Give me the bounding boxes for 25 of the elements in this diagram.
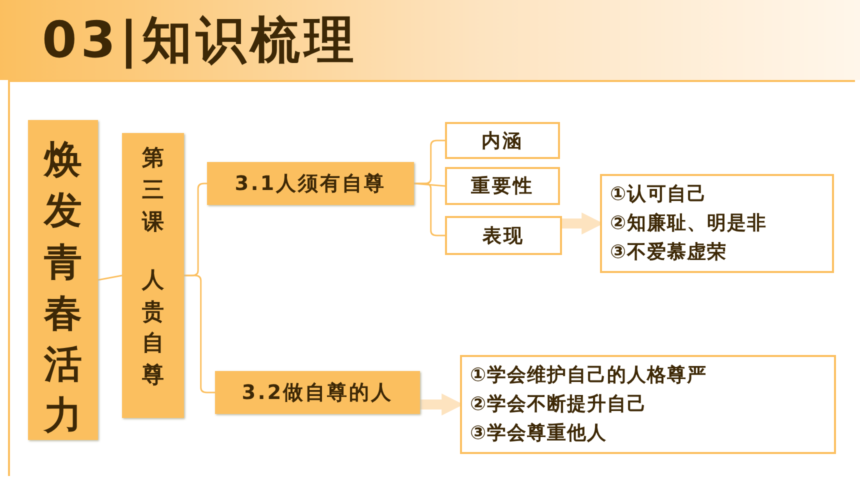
box-label: 3.2做自尊的人 <box>242 379 394 406</box>
connector-line <box>98 274 122 281</box>
topic-title: 焕发青春活力 <box>44 136 82 440</box>
box-label: 表现 <box>482 224 524 248</box>
list-item: ③不爱慕虚荣 <box>610 240 728 265</box>
point-box <box>445 216 562 255</box>
point-box <box>445 122 560 159</box>
list-item: ①学会维护自己的人格尊严 <box>470 363 708 388</box>
lesson-title: 人贵自尊 <box>142 266 164 390</box>
box-label: 重要性 <box>471 174 534 199</box>
lesson-number: 第三课 <box>142 145 164 237</box>
box-label: 3.1人须有自尊 <box>234 170 386 197</box>
point-box <box>445 167 560 205</box>
list-item: ③学会尊重他人 <box>470 421 608 446</box>
lesson-box <box>122 133 184 418</box>
page-title: 03|知识梳理 <box>42 10 358 71</box>
list-item: ①认可自己 <box>610 182 708 207</box>
section-box <box>207 162 414 205</box>
section-box <box>215 371 420 414</box>
list-box <box>460 355 836 454</box>
list-item: ②知廉耻、明是非 <box>610 211 768 236</box>
list-item: ②学会不断提升自己 <box>470 392 648 417</box>
list-box <box>600 174 834 273</box>
topic-box <box>28 120 98 440</box>
box-label: 内涵 <box>482 128 524 154</box>
